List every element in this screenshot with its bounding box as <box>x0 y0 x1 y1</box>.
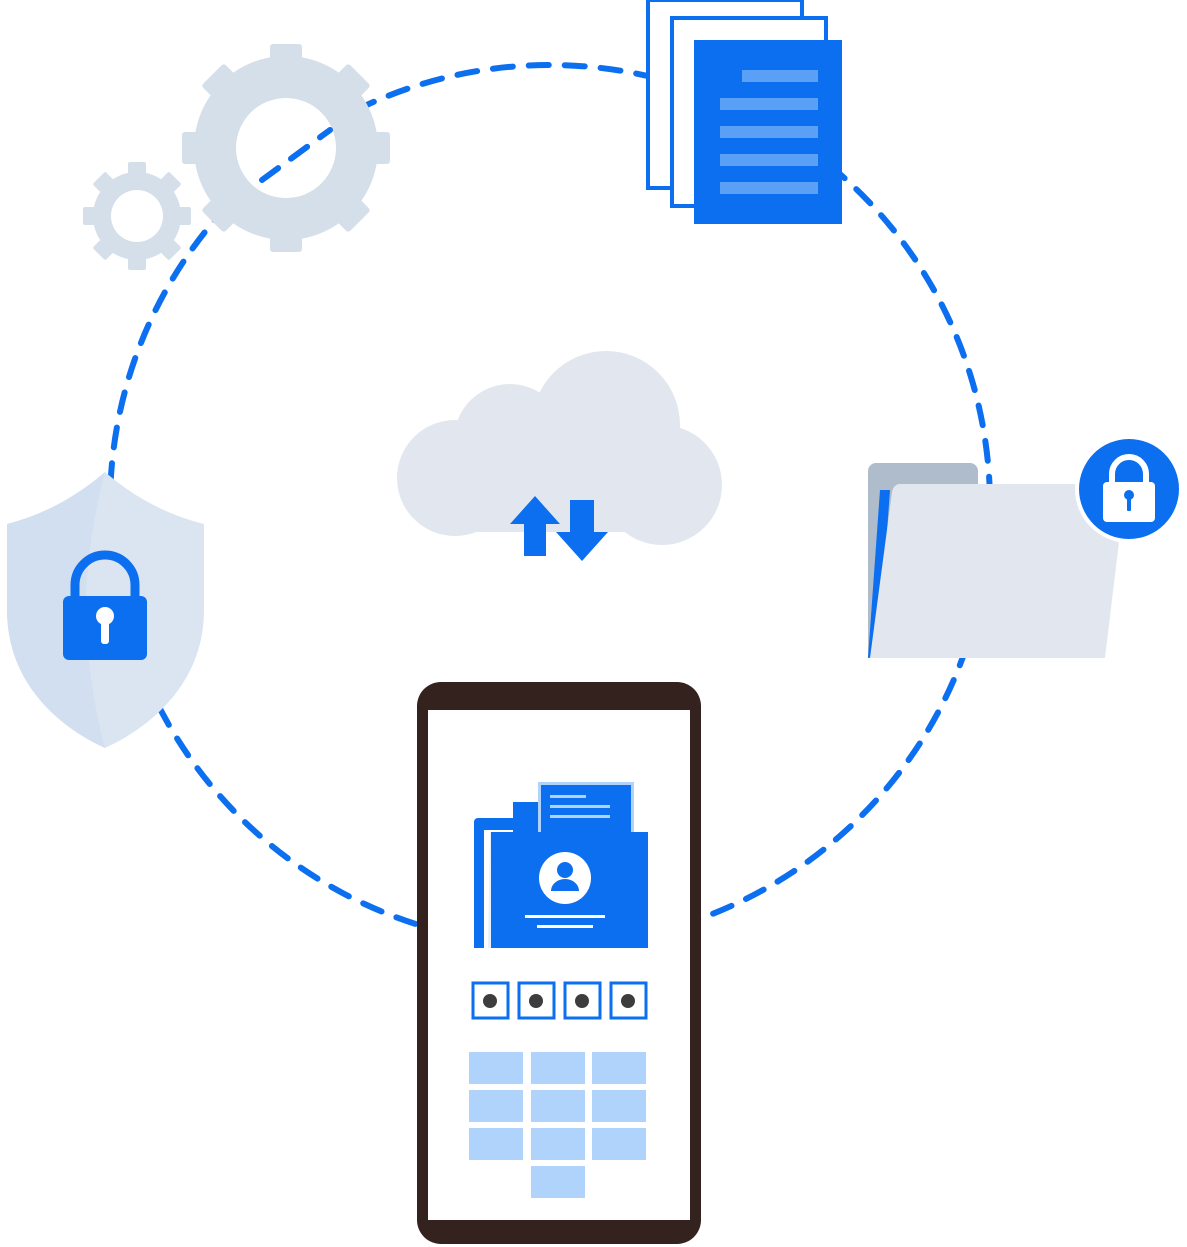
keypad-key <box>469 1128 523 1160</box>
padlock-icon <box>63 550 147 660</box>
pin-digit <box>471 981 510 1020</box>
orbit-segment <box>259 127 333 183</box>
shield-lock-icon <box>7 472 204 748</box>
keypad-key <box>531 1166 585 1198</box>
pin-digit <box>609 981 648 1020</box>
keypad-key <box>531 1128 585 1160</box>
user-folder-icon <box>474 782 648 948</box>
pin-digit <box>563 981 602 1020</box>
sync-arrows-icon <box>510 496 608 561</box>
keypad-key <box>469 1090 523 1122</box>
pin-entry-icon <box>471 981 648 1020</box>
locked-folder-icon <box>868 435 1183 658</box>
keypad-key <box>592 1052 646 1084</box>
gear-icon <box>83 44 390 270</box>
folder-lock-badge-icon <box>1075 435 1183 543</box>
smartphone-icon <box>417 682 701 1244</box>
keypad-key <box>592 1128 646 1160</box>
keypad-key <box>531 1090 585 1122</box>
keypad-key <box>592 1090 646 1122</box>
pin-digit <box>517 981 556 1020</box>
documents-icon <box>646 0 842 224</box>
keypad-key <box>469 1052 523 1084</box>
cloud-sync-icon <box>397 351 722 561</box>
keypad-key <box>531 1052 585 1084</box>
keypad-icon <box>469 1052 646 1198</box>
